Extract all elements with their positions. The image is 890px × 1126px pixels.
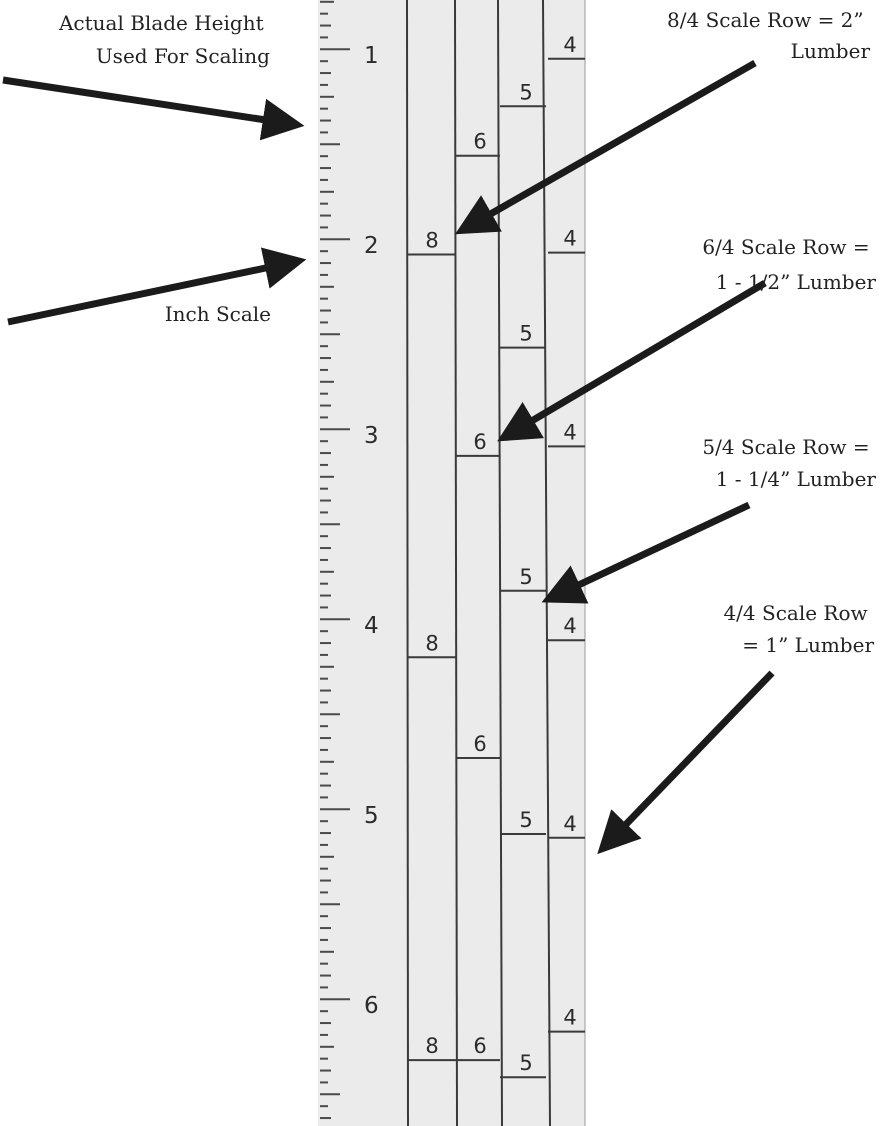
scale-row-number: 4 xyxy=(563,420,576,444)
scale-row-number: 5 xyxy=(519,80,532,104)
arrow-row-6-4 xyxy=(497,279,767,442)
callout-inch-scale-line-1: Inch Scale xyxy=(165,302,271,326)
scale-row-number: 4 xyxy=(563,1006,576,1030)
arrows xyxy=(2,59,775,855)
divider-8-6 xyxy=(454,0,458,1126)
divider-6-5 xyxy=(497,0,503,1126)
inch-label: 6 xyxy=(364,993,379,1019)
callout-row-8-4-line-2: Lumber xyxy=(791,39,871,63)
scale-row-number: 4 xyxy=(563,227,576,251)
callout-row-8-4: 8/4 Scale Row = 2” Lumber xyxy=(667,8,870,63)
callout-row-4-4-line-2: = 1” Lumber xyxy=(742,633,874,657)
arrow-row-4-4 xyxy=(597,670,775,855)
divider-5-4 xyxy=(542,0,551,1126)
inch-label: 5 xyxy=(364,803,379,829)
divider-8-column-left xyxy=(406,0,409,1126)
arrow-row-5-4 xyxy=(541,501,751,604)
callout-blade-height: Actual Blade Height Used For Scaling xyxy=(58,11,270,68)
inch-label: 4 xyxy=(364,613,379,639)
inch-label: 2 xyxy=(364,233,379,259)
scale-row-number: 4 xyxy=(563,812,576,836)
scale-row-number: 8 xyxy=(425,1034,438,1058)
callout-row-5-4: 5/4 Scale Row = 1 - 1/4” Lumber xyxy=(702,435,876,491)
arrow-row-8-4 xyxy=(455,59,757,235)
scale-row-number: 5 xyxy=(519,808,532,832)
column-dividers xyxy=(406,0,551,1126)
callout-blade-height-line-2: Used For Scaling xyxy=(96,44,270,68)
callout-row-6-4-line-1: 6/4 Scale Row = xyxy=(702,235,869,259)
scale-row-number: 4 xyxy=(563,33,576,57)
scale-row-number: 6 xyxy=(473,732,486,756)
callout-row-8-4-line-1: 8/4 Scale Row = 2” xyxy=(667,8,864,32)
scale-row-number: 5 xyxy=(519,565,532,589)
callout-row-4-4: 4/4 Scale Row = 1” Lumber xyxy=(723,601,874,657)
scale-row-number: 6 xyxy=(473,430,486,454)
callout-row-6-4-line-2: 1 - 1/2” Lumber xyxy=(716,270,877,294)
callout-row-6-4: 6/4 Scale Row = 1 - 1/2” Lumber xyxy=(702,235,876,294)
callout-inch-scale: Inch Scale xyxy=(165,302,271,326)
inch-label: 3 xyxy=(364,423,379,449)
inch-scale: 1 2 3 4 5 6 xyxy=(320,0,379,1120)
callouts: Actual Blade Height Used For Scaling Inc… xyxy=(58,8,876,657)
callout-row-5-4-line-1: 5/4 Scale Row = xyxy=(702,435,869,459)
lumber-columns: 8 8 8 6 6 6 6 5 5 5 5 5 4 4 4 4 4 4 xyxy=(408,33,585,1079)
callout-row-5-4-line-2: 1 - 1/4” Lumber xyxy=(716,467,877,491)
scale-row-number: 8 xyxy=(425,631,438,655)
scale-row-number: 4 xyxy=(563,614,576,638)
scale-row-number: 6 xyxy=(473,130,486,154)
arrow-inch-scale xyxy=(7,247,307,326)
callout-blade-height-line-1: Actual Blade Height xyxy=(58,11,264,35)
scale-row-number: 5 xyxy=(519,322,532,346)
scale-row-number: 8 xyxy=(425,229,438,253)
arrow-blade-height xyxy=(2,76,305,141)
callout-row-4-4-line-1: 4/4 Scale Row xyxy=(723,601,867,625)
scale-row-number: 6 xyxy=(473,1034,486,1058)
scale-row-number: 5 xyxy=(519,1051,532,1075)
inch-label: 1 xyxy=(364,43,379,69)
